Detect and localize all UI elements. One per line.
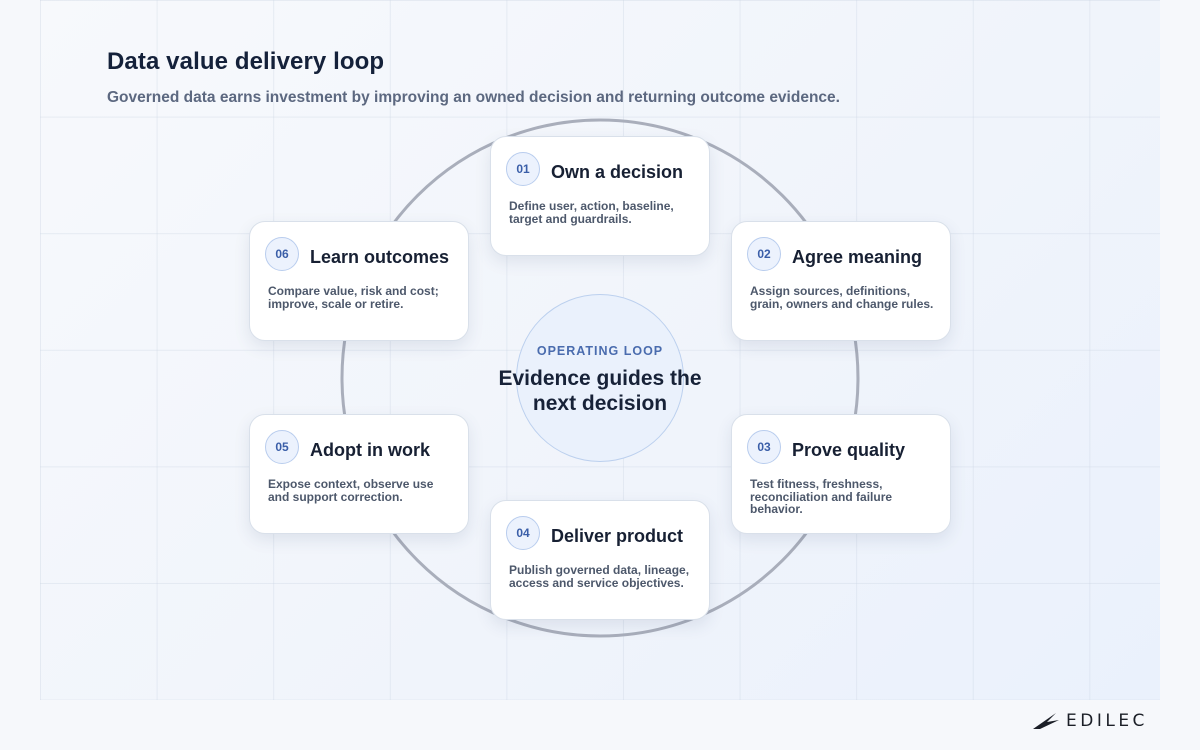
edilec-mark-icon [1033, 713, 1059, 729]
step-title: Learn outcomes [310, 247, 450, 267]
page-title: Data value delivery loop [107, 48, 385, 75]
step-description: Publish governed data, lineage, access a… [509, 563, 690, 590]
center-hub: OPERATING LOOP Evidence guides the next … [498, 294, 702, 462]
step-title: Agree meaning [792, 247, 923, 267]
step-number-badge: 02 [747, 237, 781, 271]
step-card-agree-meaning: 02 Agree meaning Assign sources, definit… [731, 221, 951, 341]
step-card-learn-outcomes: 06 Learn outcomes Compare value, risk an… [249, 221, 469, 341]
step-card-own-decision: 01 Own a decision Define user, action, b… [490, 136, 710, 256]
page-subtitle: Governed data earns investment by improv… [107, 89, 840, 106]
step-card-deliver-product: 04 Deliver product Publish governed data… [490, 500, 710, 620]
step-number-badge: 04 [506, 516, 540, 550]
step-number-badge: 03 [747, 430, 781, 464]
step-title: Deliver product [551, 526, 684, 546]
step-description: Test fitness, freshness, reconciliation … [750, 477, 893, 517]
step-card-adopt-in-work: 05 Adopt in work Expose context, observe… [249, 414, 469, 534]
step-description: Expose context, observe use and support … [268, 477, 434, 504]
step-number-badge: 05 [265, 430, 299, 464]
step-number-badge: 01 [506, 152, 540, 186]
step-title: Prove quality [792, 440, 906, 460]
center-text: Evidence guides the next decision [498, 367, 702, 415]
step-card-prove-quality: 03 Prove quality Test fitness, freshness… [731, 414, 951, 534]
step-title: Own a decision [551, 162, 684, 182]
center-kicker: OPERATING LOOP [536, 344, 664, 358]
step-description: Assign sources, definitions, grain, owne… [750, 284, 934, 311]
step-number-badge: 06 [265, 237, 299, 271]
step-description: Compare value, risk and cost; improve, s… [268, 284, 439, 311]
step-description: Define user, action, baseline, target an… [509, 199, 674, 226]
brand-name: EDILEC [1066, 711, 1148, 731]
brand-logo: EDILEC [1032, 711, 1148, 731]
step-title: Adopt in work [310, 440, 430, 460]
